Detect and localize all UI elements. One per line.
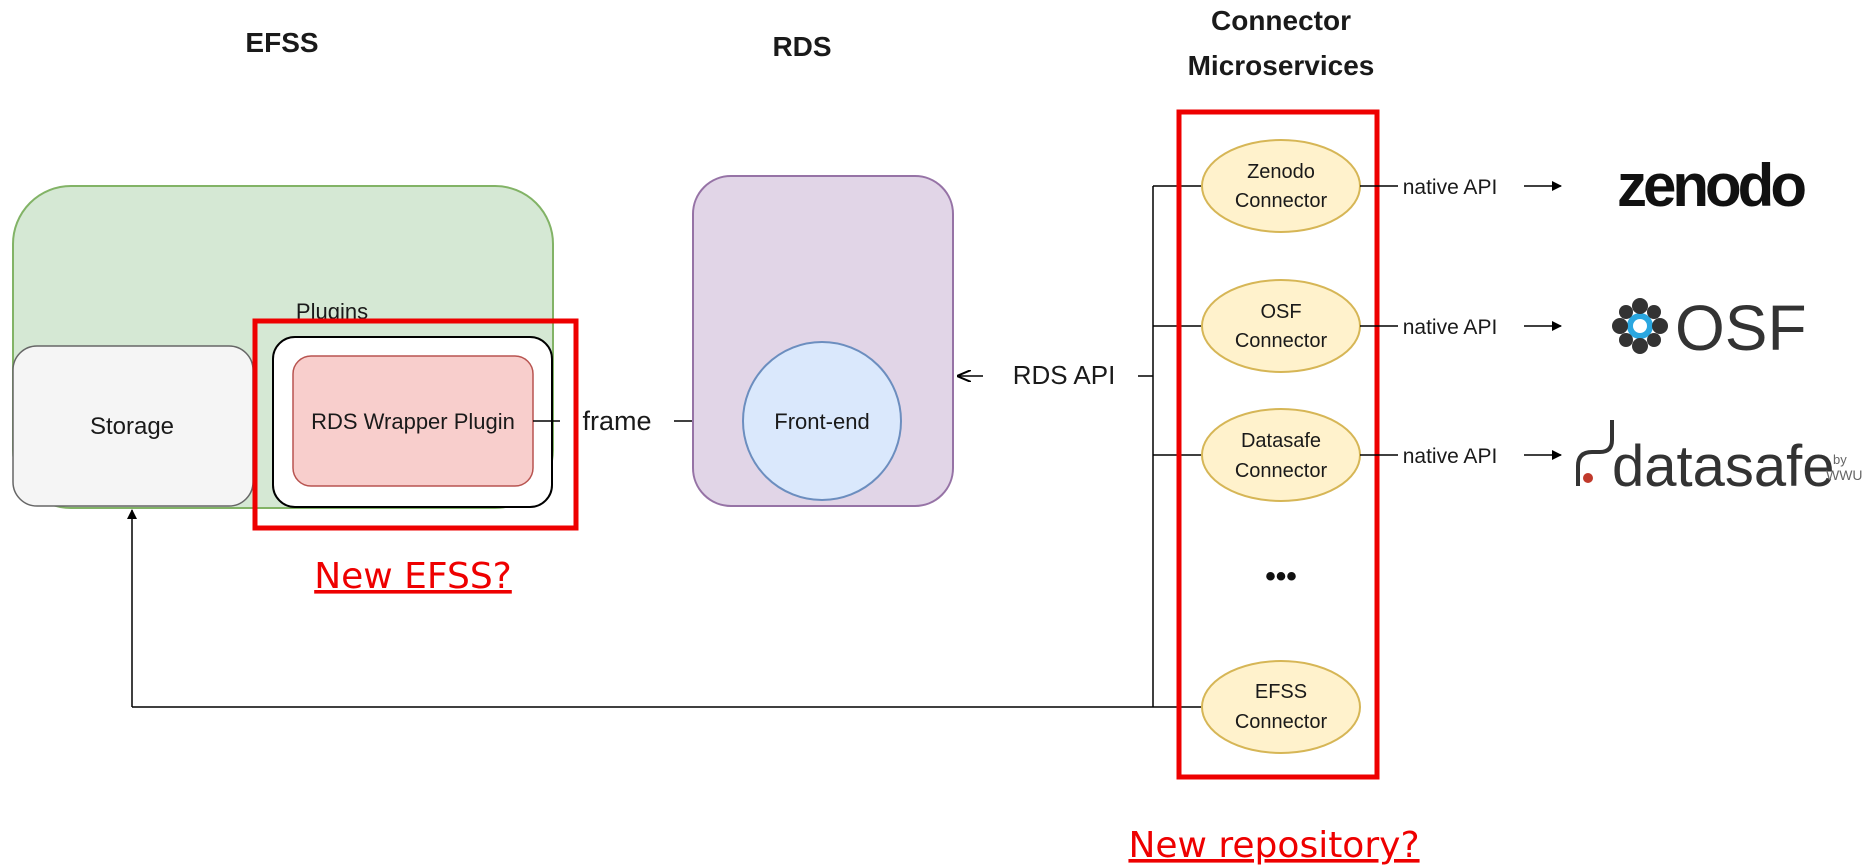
osf-connector-ellipse bbox=[1201, 279, 1361, 373]
osf-connector: OSF Connector bbox=[1201, 279, 1361, 373]
zenodo-native-api-label: native API bbox=[1403, 176, 1498, 199]
rds-api-label: RDS API bbox=[1013, 360, 1116, 390]
osf-connector-line1: OSF bbox=[1260, 301, 1301, 323]
efss-connector-line2: Connector bbox=[1235, 711, 1328, 733]
zenodo-connector-line2: Connector bbox=[1235, 190, 1328, 212]
osf-connector-line2: Connector bbox=[1235, 330, 1328, 352]
datasafe-connector-ellipse bbox=[1201, 408, 1361, 502]
new-efss-callout: New EFSS? bbox=[314, 556, 512, 597]
datasafe-connector-line2: Connector bbox=[1235, 460, 1328, 482]
new-repository-highlight bbox=[1176, 109, 1380, 780]
new-repository-callout: New repository? bbox=[1128, 825, 1419, 866]
new-efss-highlight bbox=[252, 318, 579, 531]
efss-title: EFSS bbox=[245, 27, 318, 58]
datasafe-connector: Datasafe Connector bbox=[1201, 408, 1361, 502]
osf-native-api-label: native API bbox=[1403, 316, 1498, 339]
frontend-label: Front-end bbox=[774, 409, 869, 434]
zenodo-connector-line1: Zenodo bbox=[1247, 161, 1315, 183]
frame-label: frame bbox=[582, 406, 651, 436]
datasafe-connector-line1: Datasafe bbox=[1241, 430, 1321, 452]
datasafe-native-api-label: native API bbox=[1403, 445, 1498, 468]
datasafe-bag-icon bbox=[1576, 420, 1614, 486]
storage-label: Storage bbox=[90, 413, 174, 440]
connector-title-line2: Microservices bbox=[1188, 50, 1375, 81]
more-connectors-ellipsis: ••• bbox=[1265, 560, 1297, 593]
osf-logo: OSF bbox=[1675, 292, 1807, 364]
datasafe-logo: datasafe bbox=[1612, 434, 1835, 499]
rds-title: RDS bbox=[772, 31, 831, 62]
osf-flower-icon bbox=[1612, 298, 1668, 354]
efss-connector-ellipse bbox=[1201, 660, 1361, 754]
efss-connector-line1: EFSS bbox=[1255, 681, 1307, 703]
zenodo-connector-ellipse bbox=[1201, 139, 1361, 233]
zenodo-connector: Zenodo Connector bbox=[1201, 139, 1361, 233]
rds-wrapper-plugin-label: RDS Wrapper Plugin bbox=[311, 409, 515, 434]
datasafe-by-label: by bbox=[1833, 452, 1847, 467]
efss-connector: EFSS Connector bbox=[1201, 660, 1361, 754]
datasafe-wwu-label: WWU bbox=[1826, 467, 1863, 483]
connector-title-line1: Connector bbox=[1211, 5, 1351, 36]
zenodo-logo: zenodo bbox=[1617, 152, 1805, 219]
frontend-circle bbox=[742, 341, 902, 501]
